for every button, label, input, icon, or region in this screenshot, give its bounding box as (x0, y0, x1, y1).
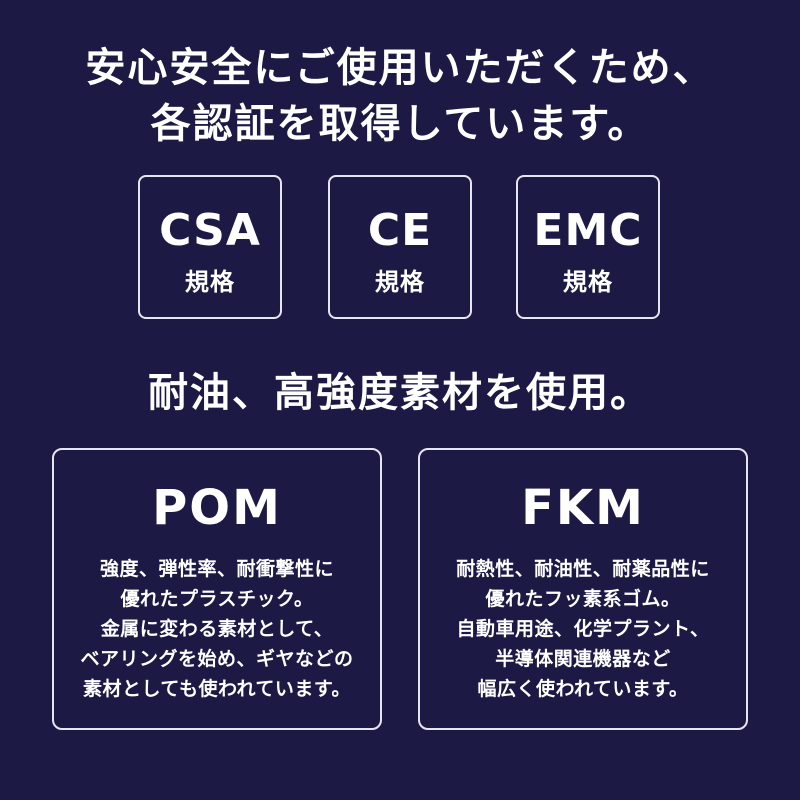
material-box-fkm: FKM 耐熱性、耐油性、耐薬品性に 優れたフッ素系ゴム。 自動車用途、化学プラン… (418, 448, 748, 730)
description-line: 耐熱性、耐油性、耐薬品性に (456, 558, 710, 580)
materials-heading: 耐油、高強度素材を使用。 (148, 370, 652, 416)
cert-box-emc: EMC 規格 (516, 175, 660, 319)
material-description: 強度、弾性率、耐衝撃性に 優れたプラスチック。 金属に変わる素材として、 ベアリ… (60, 554, 374, 704)
cert-box-csa: CSA 規格 (138, 175, 282, 319)
certification-heading: 安心安全にご使用いただくため、 各認証を取得しています。 (0, 40, 800, 152)
material-name: POM (152, 480, 282, 536)
description-line: 半導体関連機器など (495, 648, 671, 670)
cert-box-ce: CE 規格 (328, 175, 472, 319)
cert-standard-label: 規格 (375, 268, 425, 296)
cert-standard-label: 規格 (563, 268, 613, 296)
heading-line-1: 安心安全にご使用いただくため、 (85, 45, 715, 91)
description-line: 優れたフッ素系ゴム。 (485, 588, 681, 610)
cert-name: CE (367, 205, 433, 256)
cert-name: CSA (159, 205, 261, 256)
description-line: 素材としても使われています。 (82, 678, 352, 700)
description-line: 金属に変わる素材として、 (100, 618, 334, 640)
description-line: 幅広く使われています。 (477, 678, 689, 700)
cert-name: EMC (533, 205, 643, 256)
material-name: FKM (521, 480, 645, 536)
heading-line-2: 各認証を取得しています。 (150, 101, 650, 147)
description-line: 強度、弾性率、耐衝撃性に (99, 558, 334, 580)
description-line: ベアリングを始め、ギヤなどの (80, 648, 354, 670)
material-description: 耐熱性、耐油性、耐薬品性に 優れたフッ素系ゴム。 自動車用途、化学プラント、 半… (426, 554, 740, 704)
description-line: 自動車用途、化学プラント、 (456, 618, 710, 640)
cert-standard-label: 規格 (185, 268, 235, 296)
material-box-pom: POM 強度、弾性率、耐衝撃性に 優れたプラスチック。 金属に変わる素材として、… (52, 448, 382, 730)
description-line: 優れたプラスチック。 (120, 588, 314, 610)
